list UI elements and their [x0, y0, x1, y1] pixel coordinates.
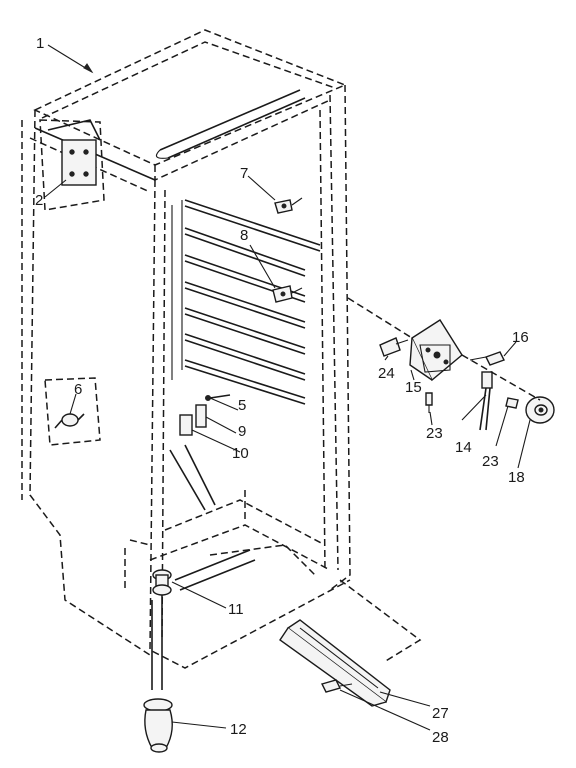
part-7-bracket — [274, 197, 303, 214]
callout-7: 7 — [240, 165, 248, 182]
callout-14: 14 — [455, 439, 472, 456]
callout-23-left: 23 — [426, 425, 443, 442]
drain-explode-line — [339, 579, 422, 663]
callout-2: 2 — [35, 192, 43, 209]
part-6-middle-hinge — [44, 377, 101, 446]
part-27-drain-trough — [279, 619, 391, 707]
callout-11: 11 — [228, 601, 244, 618]
callout-9: 9 — [238, 423, 246, 440]
leader-lines — [44, 44, 531, 731]
callout-28: 28 — [432, 729, 449, 746]
callout-27: 27 — [432, 705, 449, 722]
bottom-compartment — [124, 444, 331, 591]
part-18-control-knob — [525, 396, 555, 424]
callout-12: 12 — [230, 721, 247, 738]
part-15-control-box — [409, 319, 463, 382]
part-14-thermostat — [479, 371, 493, 431]
part-16-screw — [469, 351, 505, 366]
cabinet-shell — [21, 29, 351, 669]
part-24-knob-bracket — [379, 337, 409, 357]
callout-10: 10 — [232, 445, 249, 462]
part-28-screw — [320, 679, 353, 693]
shelf-rails — [171, 199, 321, 405]
part-12-roller-foot — [143, 698, 173, 753]
callout-23-right: 23 — [482, 453, 499, 470]
part-11-leveling-leg — [151, 569, 172, 690]
callout-16: 16 — [512, 329, 529, 346]
part-23-screws — [425, 392, 519, 413]
control-explode-line — [347, 297, 413, 339]
parts-5-9-10-assembly — [179, 394, 231, 436]
callout-1: 1 — [36, 35, 44, 52]
part-8-bracket — [272, 285, 303, 303]
callout-5: 5 — [238, 397, 246, 414]
part-2-top-hinge — [39, 119, 105, 211]
callout-6: 6 — [74, 381, 82, 398]
callout-18: 18 — [508, 469, 525, 486]
control-explode-line-2 — [461, 354, 541, 401]
callout-8: 8 — [240, 227, 248, 244]
callout-15: 15 — [405, 379, 422, 396]
callout-24: 24 — [378, 365, 395, 382]
